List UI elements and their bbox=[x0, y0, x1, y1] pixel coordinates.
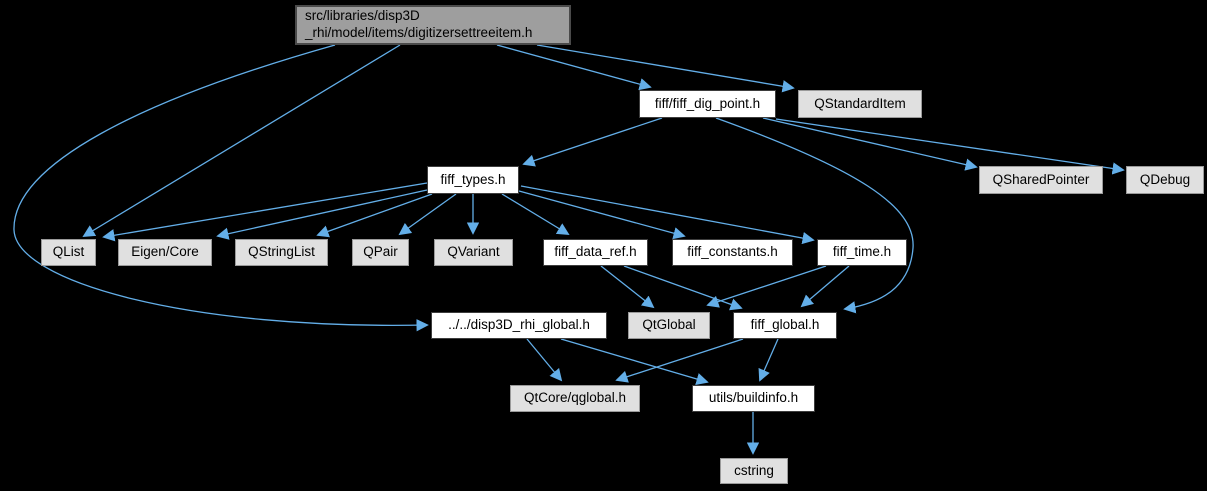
node-label: fiff/fiff_dig_point.h bbox=[654, 95, 761, 111]
edge-disp3d_rhi_global-to-utils_buildinfo bbox=[560, 338, 709, 385]
node-label: QtCore/qglobal.h bbox=[523, 390, 627, 406]
edge-fiff_types-to-fiff_data_ref bbox=[501, 193, 570, 235]
node-qvariant: QVariant bbox=[434, 239, 513, 266]
node-qtcore_qglobal: QtCore/qglobal.h bbox=[510, 385, 640, 412]
node-label: fiff_time.h bbox=[832, 244, 892, 260]
edge-fiff_time-to-fiff_global bbox=[800, 265, 850, 308]
node-eigen_core: Eigen/Core bbox=[118, 239, 212, 266]
node-cstring: cstring bbox=[720, 458, 788, 484]
node-qstandarditem: QStandardItem bbox=[798, 90, 922, 118]
edge-fiff_types-to-fiff_time bbox=[520, 185, 815, 245]
node-label: QStringList bbox=[248, 244, 315, 260]
edge-fiff_types-to-eigen_core bbox=[216, 189, 428, 240]
edge-fiff_data_ref-to-fiff_global bbox=[623, 265, 743, 311]
edge-fiff_time-to-qtglobal bbox=[706, 265, 827, 308]
edge-fiff_dig_point-to-fiff_types bbox=[522, 117, 663, 167]
node-fiff_constants[interactable]: fiff_constants.h bbox=[672, 239, 793, 266]
node-label: utils/buildinfo.h bbox=[708, 390, 799, 406]
node-fiff_data_ref[interactable]: fiff_data_ref.h bbox=[543, 239, 648, 266]
edge-fiff_global-to-qtcore_qglobal bbox=[615, 338, 744, 383]
node-fiff_dig_point[interactable]: fiff/fiff_dig_point.h bbox=[639, 90, 776, 118]
edge-fiff_global-to-utils_buildinfo bbox=[758, 338, 779, 382]
node-utils_buildinfo[interactable]: utils/buildinfo.h bbox=[692, 385, 815, 412]
node-disp3d_rhi_global[interactable]: ../../disp3D_rhi_global.h bbox=[431, 312, 607, 339]
node-qstringlist: QStringList bbox=[235, 239, 328, 266]
node-fiff_types[interactable]: fiff_types.h bbox=[427, 166, 519, 194]
node-label: QList bbox=[52, 244, 85, 260]
edge-digitizersettreeitem-to-disp3d_rhi_global bbox=[13, 44, 429, 332]
node-digitizersettreeitem: src/libraries/disp3D _rhi/model/items/di… bbox=[295, 5, 571, 45]
node-label: fiff_global.h bbox=[750, 317, 820, 333]
node-label: src/libraries/disp3D _rhi/model/items/di… bbox=[305, 8, 533, 40]
node-label: QPair bbox=[363, 244, 398, 260]
edge-fiff_types-to-qlist bbox=[102, 182, 428, 242]
node-label: ../../disp3D_rhi_global.h bbox=[448, 317, 590, 333]
edge-fiff_data_ref-to-qtglobal bbox=[600, 265, 655, 309]
node-label: QSharedPointer bbox=[992, 171, 1090, 187]
node-label: QVariant bbox=[447, 244, 500, 260]
node-label: QStandardItem bbox=[814, 95, 906, 111]
edge-digitizersettreeitem-to-qlist bbox=[82, 44, 401, 237]
node-qsharedpointer: QSharedPointer bbox=[979, 166, 1103, 194]
node-qdebug: QDebug bbox=[1126, 166, 1204, 194]
node-fiff_time[interactable]: fiff_time.h bbox=[817, 239, 907, 266]
edge-fiff_types-to-qpair bbox=[398, 193, 457, 236]
node-label: fiff_data_ref.h bbox=[554, 244, 637, 260]
node-label: cstring bbox=[734, 462, 774, 478]
edge-disp3d_rhi_global-to-qtcore_qglobal bbox=[526, 338, 563, 382]
edge-fiff_types-to-qstringlist bbox=[316, 193, 433, 238]
node-label: QDebug bbox=[1139, 171, 1191, 187]
node-label: Eigen/Core bbox=[131, 244, 199, 260]
edge-fiff_dig_point-to-qdebug bbox=[775, 118, 1125, 175]
node-fiff_global[interactable]: fiff_global.h bbox=[733, 312, 837, 339]
node-qlist: QList bbox=[41, 239, 96, 266]
node-label: fiff_types.h bbox=[440, 171, 506, 187]
node-qtglobal: QtGlobal bbox=[628, 312, 710, 339]
node-label: fiff_constants.h bbox=[687, 244, 778, 260]
edge-fiff_dig_point-to-fiff_global bbox=[715, 117, 914, 314]
edge-fiff_dig_point-to-qsharedpointer bbox=[762, 117, 978, 171]
edge-digitizersettreeitem-to-fiff_dig_point bbox=[496, 44, 652, 91]
edge-digitizersettreeitem-to-qstandarditem bbox=[536, 44, 795, 93]
node-label: QtGlobal bbox=[642, 317, 696, 333]
node-qpair: QPair bbox=[352, 239, 409, 266]
edge-fiff_types-to-fiff_constants bbox=[518, 190, 686, 240]
